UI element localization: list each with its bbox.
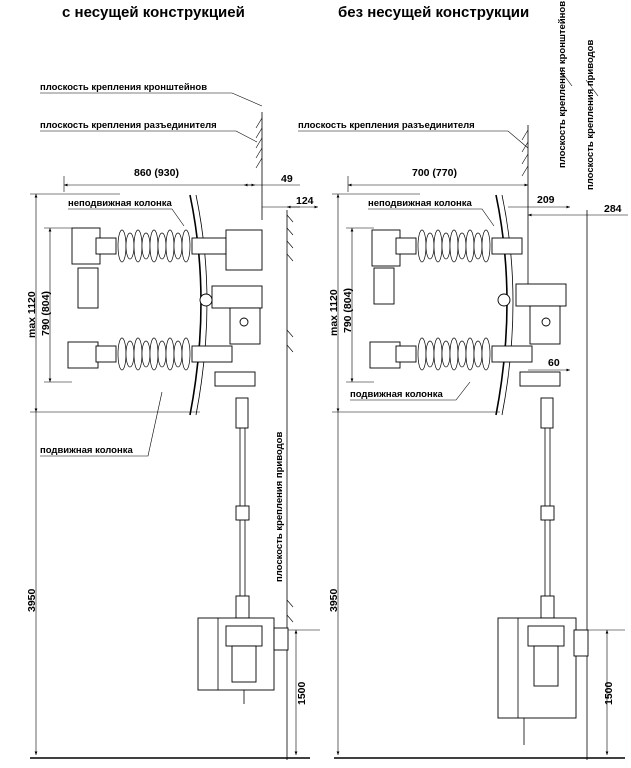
left-bracket-plane-leader <box>40 92 263 107</box>
right-disconnector-wall <box>521 125 529 300</box>
right-disconnector-plane-label: плоскость крепления разъединителя <box>298 120 475 131</box>
right-fixed-insulator <box>371 229 567 307</box>
left-column-spacing-dimension: 790 (804) <box>40 291 52 336</box>
left-offset-124: 124 <box>296 195 314 207</box>
left-contact-arc <box>189 194 202 416</box>
right-drawing: плоскость крепления кронштейнов плоскост… <box>298 1 628 760</box>
heading-with-support-structure: с несущей конструкцией <box>62 4 245 21</box>
right-movable-insulator <box>369 293 561 387</box>
left-drive-height-dimension: 1500 <box>296 681 308 705</box>
left-drive-unit <box>197 617 289 704</box>
right-offset-209: 209 <box>537 194 555 206</box>
right-drive-plane-label: плоскость крепления приводов <box>585 40 596 190</box>
left-movable-column-label: подвижная колонка <box>40 445 133 456</box>
left-drive-wall <box>286 210 294 760</box>
right-column-spacing-dimension: 790 (804) <box>342 288 354 333</box>
right-operating-rod <box>540 397 555 619</box>
right-top-hatch-marks <box>559 69 599 97</box>
right-movable-column-label: подвижная колонка <box>350 389 443 400</box>
left-drive-plane-label: плоскость крепления приводов <box>274 432 285 582</box>
left-movable-insulator <box>67 285 263 387</box>
left-disconnector-plane-leader <box>40 130 258 143</box>
right-max-height-dimension: max 1120 <box>328 289 340 336</box>
left-max-height-dimension: max 1120 <box>26 291 38 338</box>
right-drive-height-dimension: 1500 <box>603 681 615 705</box>
left-operating-rod <box>235 397 250 619</box>
right-fixed-column-label: неподвижная колонка <box>368 198 472 209</box>
left-offset-49: 49 <box>281 173 293 185</box>
left-total-height-dimension: 3950 <box>26 588 38 612</box>
left-width-dimension: 860 (930) <box>134 167 179 179</box>
left-fixed-insulator <box>71 227 263 309</box>
heading-without-support-structure: без несущей конструкции <box>338 4 529 21</box>
left-disconnector-plane-label: плоскость крепления разъединителя <box>40 120 217 131</box>
right-drive-unit <box>497 617 589 745</box>
right-bracket-plane-label: плоскость крепления кронштейнов <box>557 1 568 168</box>
right-width-dimension: 700 (770) <box>412 167 457 179</box>
right-total-height-dimension: 3950 <box>328 588 340 612</box>
left-bracket-wall <box>255 112 263 220</box>
left-fixed-column-label: неподвижная колонка <box>68 198 172 209</box>
right-offset-60: 60 <box>548 357 560 369</box>
left-bracket-plane-label: плоскость крепления кронштейнов <box>40 82 207 93</box>
right-offset-284: 284 <box>604 203 622 215</box>
left-drawing: плоскость крепления кронштейнов плоскост… <box>26 82 320 760</box>
